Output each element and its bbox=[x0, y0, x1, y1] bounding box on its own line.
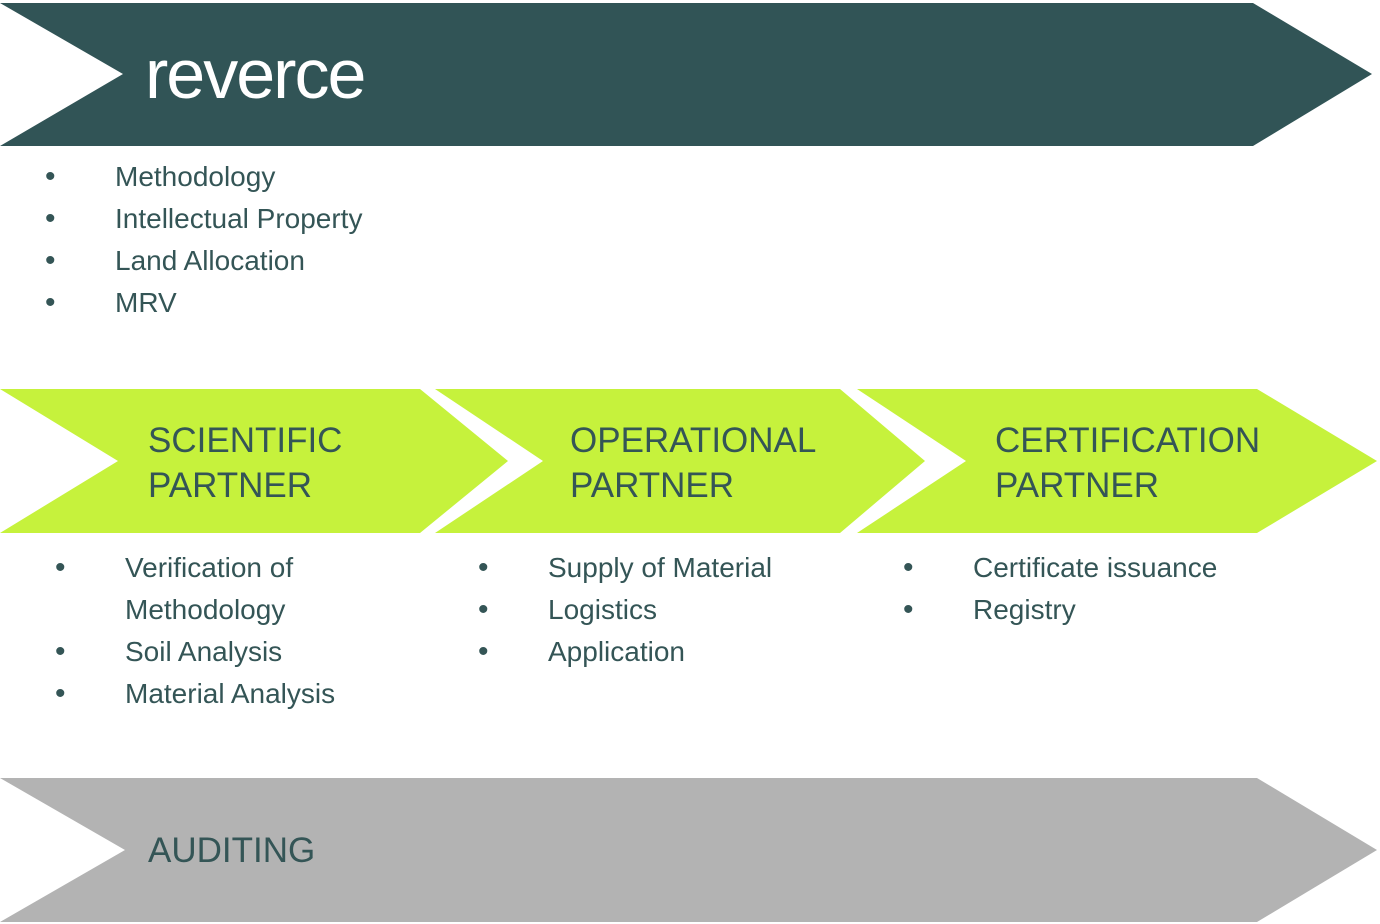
list-item: Supply of Material bbox=[478, 547, 828, 589]
brand-banner-arrow bbox=[0, 3, 1372, 146]
certification-partner-list: Certificate issuance Registry bbox=[903, 547, 1263, 631]
list-item: Land Allocation bbox=[45, 240, 565, 282]
list-item: Registry bbox=[903, 589, 1263, 631]
certification-partner-label: CERTIFICATION PARTNER bbox=[995, 421, 1261, 505]
list-item: Application bbox=[478, 631, 828, 673]
scientific-partner-list: Verification of Methodology Soil Analysi… bbox=[55, 547, 385, 715]
operational-partner-arrow bbox=[435, 389, 925, 533]
certification-partner-arrow bbox=[857, 389, 1377, 533]
list-item: Soil Analysis bbox=[55, 631, 385, 673]
list-item: MRV bbox=[45, 282, 565, 324]
scientific-partner-arrow bbox=[0, 389, 508, 533]
list-item: Certificate issuance bbox=[903, 547, 1263, 589]
list-item: Methodology bbox=[45, 156, 565, 198]
list-item: Logistics bbox=[478, 589, 828, 631]
scientific-partner-label: SCIENTIFIC PARTNER bbox=[148, 421, 343, 505]
list-item: Verification of Methodology bbox=[55, 547, 385, 631]
list-item: Intellectual Property bbox=[45, 198, 565, 240]
operational-partner-label: OPERATIONAL PARTNER bbox=[570, 421, 817, 505]
overview-bullet-list: Methodology Intellectual Property Land A… bbox=[45, 156, 565, 324]
auditing-label: AUDITING bbox=[148, 831, 316, 870]
operational-partner-list: Supply of Material Logistics Application bbox=[478, 547, 828, 673]
brand-title: reverce bbox=[145, 35, 366, 113]
list-item: Material Analysis bbox=[55, 673, 385, 715]
auditing-banner-arrow bbox=[0, 778, 1377, 922]
